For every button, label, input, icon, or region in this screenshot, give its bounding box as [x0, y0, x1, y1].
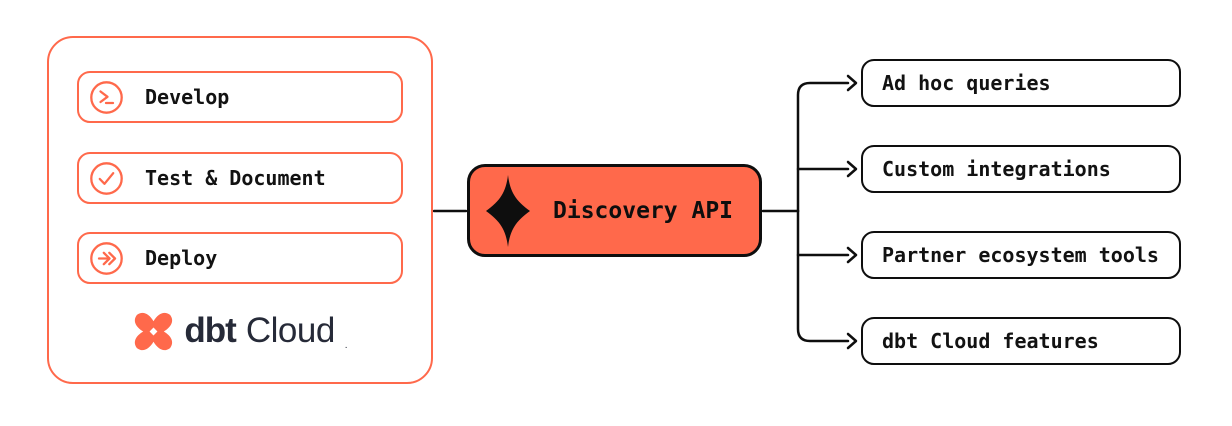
stage-label: Develop	[145, 85, 230, 109]
stage-develop: Develop	[77, 71, 403, 123]
dbt-logo-mark-icon	[132, 310, 175, 353]
double-arrow-circle-icon	[90, 241, 123, 275]
stage-label: Deploy	[145, 246, 218, 270]
output-label: Ad hoc queries	[882, 71, 1051, 95]
connector-trunk-bottom	[796, 209, 850, 343]
arrowhead-2	[846, 160, 858, 178]
output-ad-hoc-queries: Ad hoc queries	[861, 59, 1181, 107]
trademark-dot: .	[344, 340, 348, 351]
output-dbt-cloud-features: dbt Cloud features	[861, 317, 1181, 365]
output-label: Custom integrations	[882, 157, 1111, 181]
arrowhead-1	[846, 74, 858, 92]
arrowhead-4	[846, 332, 858, 350]
stage-test-document: Test & Document	[77, 152, 403, 204]
brand-wordmark-bold: dbt	[184, 311, 236, 350]
dbt-cloud-logo: dbt Cloud .	[49, 307, 431, 355]
api-node-label: Discovery API	[553, 197, 734, 224]
connector-trunk-top	[796, 81, 850, 213]
dbt-cloud-panel: Develop Test & Document Deploy	[47, 36, 433, 384]
stage-deploy: Deploy	[77, 232, 403, 284]
check-circle-icon	[90, 161, 123, 195]
output-label: dbt Cloud features	[882, 329, 1099, 353]
output-label: Partner ecosystem tools	[882, 243, 1159, 267]
arrowhead-3	[846, 246, 858, 264]
sparkle-icon	[486, 174, 530, 247]
brand-wordmark-regular: Cloud	[245, 311, 335, 350]
terminal-prompt-icon	[90, 80, 123, 114]
output-custom-integrations: Custom integrations	[861, 145, 1181, 193]
output-partner-ecosystem-tools: Partner ecosystem tools	[861, 231, 1181, 279]
discovery-api-node: Discovery API	[467, 164, 762, 257]
stage-label: Test & Document	[145, 166, 326, 190]
